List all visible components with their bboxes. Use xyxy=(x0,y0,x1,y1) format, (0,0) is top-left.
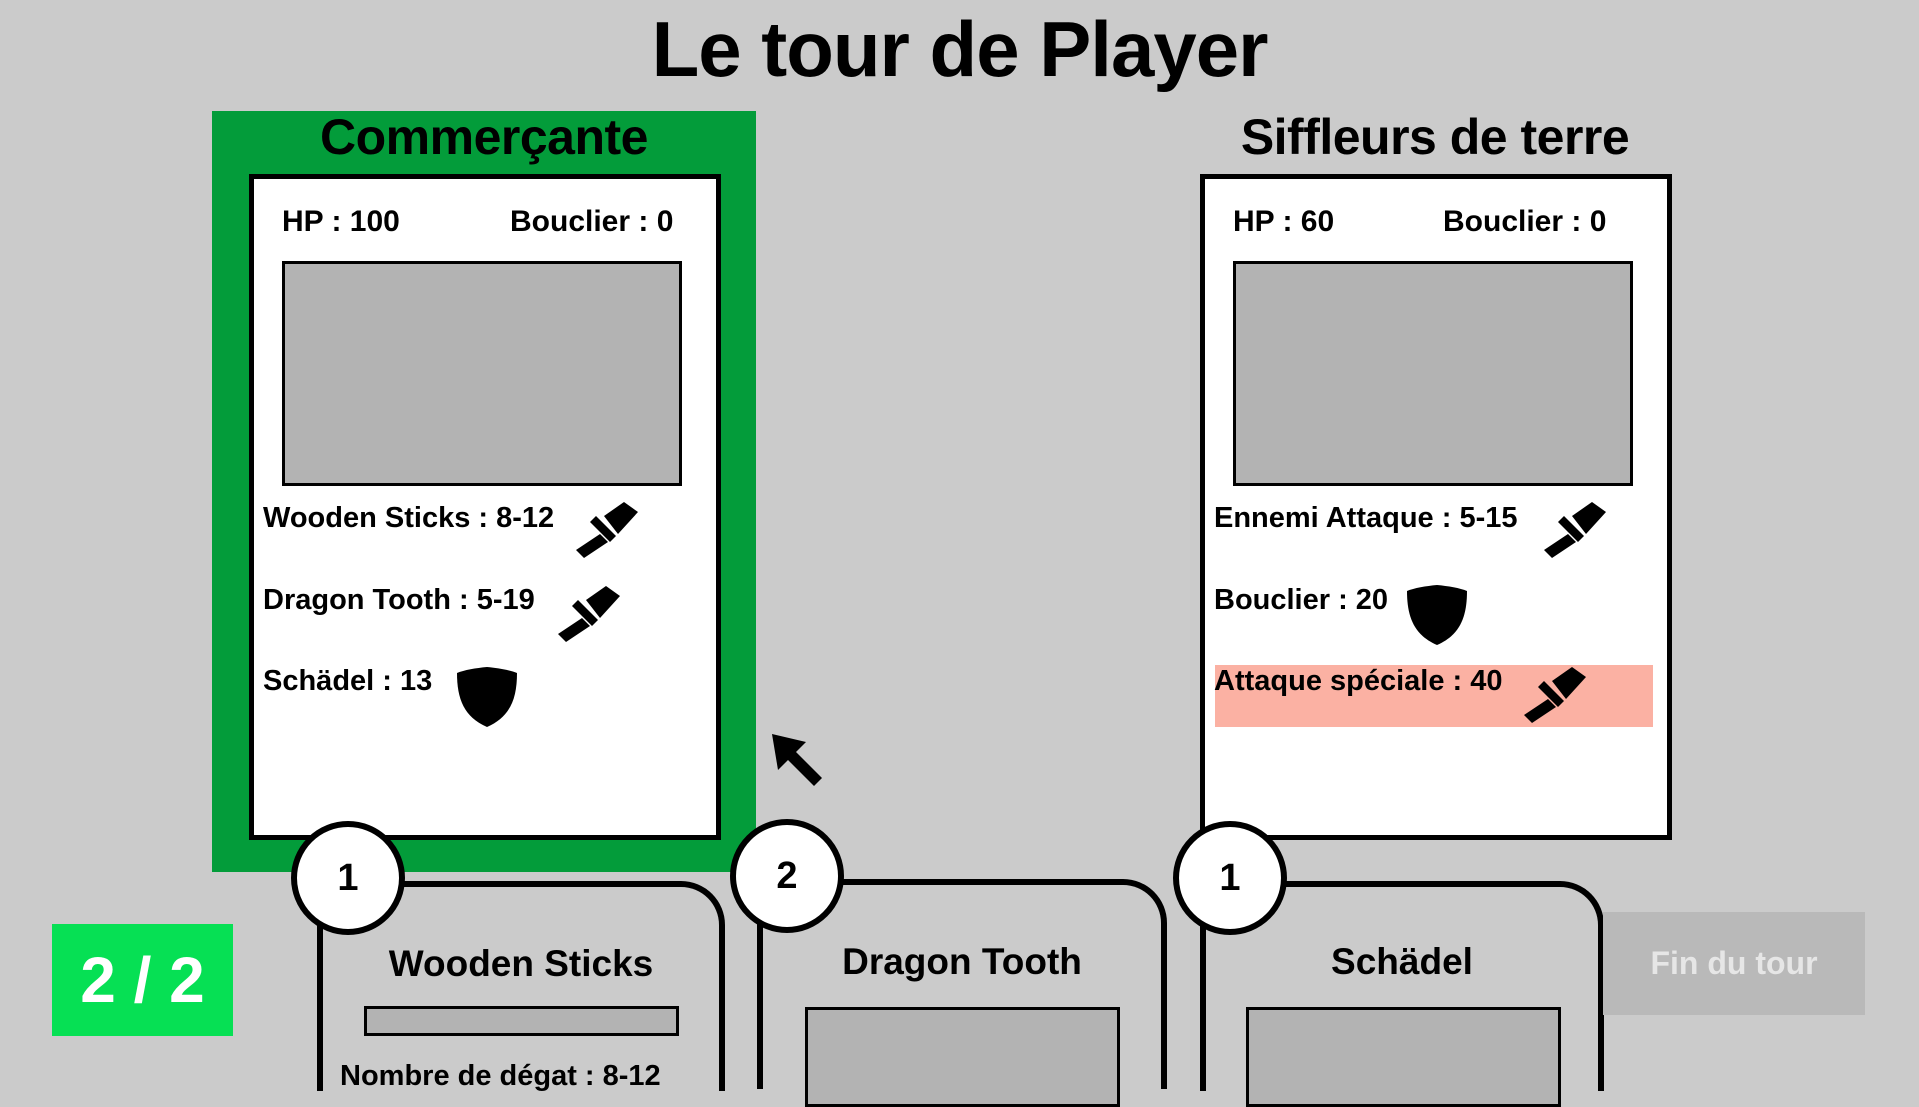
sword-icon xyxy=(1524,665,1586,723)
enemy-hp: HP : 60 xyxy=(1233,205,1335,238)
enemy-card[interactable]: HP : 60 Bouclier : 0 Ennemi Attaque : 5-… xyxy=(1200,174,1672,840)
enemy-action-3: Attaque spéciale : 40 xyxy=(1214,665,1503,697)
enemy-action-1: Ennemi Attaque : 5-15 xyxy=(1214,502,1518,534)
enemy-action-2: Bouclier : 20 xyxy=(1214,584,1389,616)
hand-card-schadel[interactable]: Schädel xyxy=(1200,881,1604,1107)
player-name: Commerçante xyxy=(320,109,648,165)
sword-icon xyxy=(576,500,638,558)
card-cost-badge: 1 xyxy=(291,821,405,935)
player-action-3: Schädel : 13 xyxy=(263,665,433,697)
hand-card-title: Wooden Sticks xyxy=(388,943,654,984)
player-shield: Bouclier : 0 xyxy=(510,205,674,238)
enemy-name: Siffleurs de terre xyxy=(1240,109,1630,165)
player-action-1: Wooden Sticks : 8-12 xyxy=(263,502,555,534)
energy-counter: 2 / 2 xyxy=(52,924,233,1036)
turn-title: Le tour de Player xyxy=(651,5,1269,93)
hand-card-detail: Nombre de dégat : 8-12 xyxy=(340,1060,661,1092)
player-hp: HP : 100 xyxy=(282,205,400,238)
mouse-cursor-icon xyxy=(770,732,826,793)
player-card[interactable]: HP : 100 Bouclier : 0 Wooden Sticks : 8-… xyxy=(249,174,721,840)
hand-card-image xyxy=(364,1006,679,1036)
enemy-portrait xyxy=(1233,261,1633,486)
card-cost-badge: 2 xyxy=(730,819,844,933)
player-portrait xyxy=(282,261,682,486)
sword-icon xyxy=(558,584,620,642)
card-cost-badge: 1 xyxy=(1173,821,1287,935)
hand-card-title: Dragon Tooth xyxy=(842,941,1082,982)
hand-card-title: Schädel xyxy=(1331,941,1473,982)
enemy-shield: Bouclier : 0 xyxy=(1443,205,1607,238)
hand-card-image xyxy=(1246,1007,1561,1107)
shield-icon xyxy=(456,665,518,729)
end-turn-button[interactable]: Fin du tour xyxy=(1603,912,1865,1015)
hand-card-image xyxy=(805,1007,1120,1107)
shield-icon xyxy=(1406,583,1468,647)
sword-icon xyxy=(1544,500,1606,558)
player-action-2: Dragon Tooth : 5-19 xyxy=(263,584,535,616)
